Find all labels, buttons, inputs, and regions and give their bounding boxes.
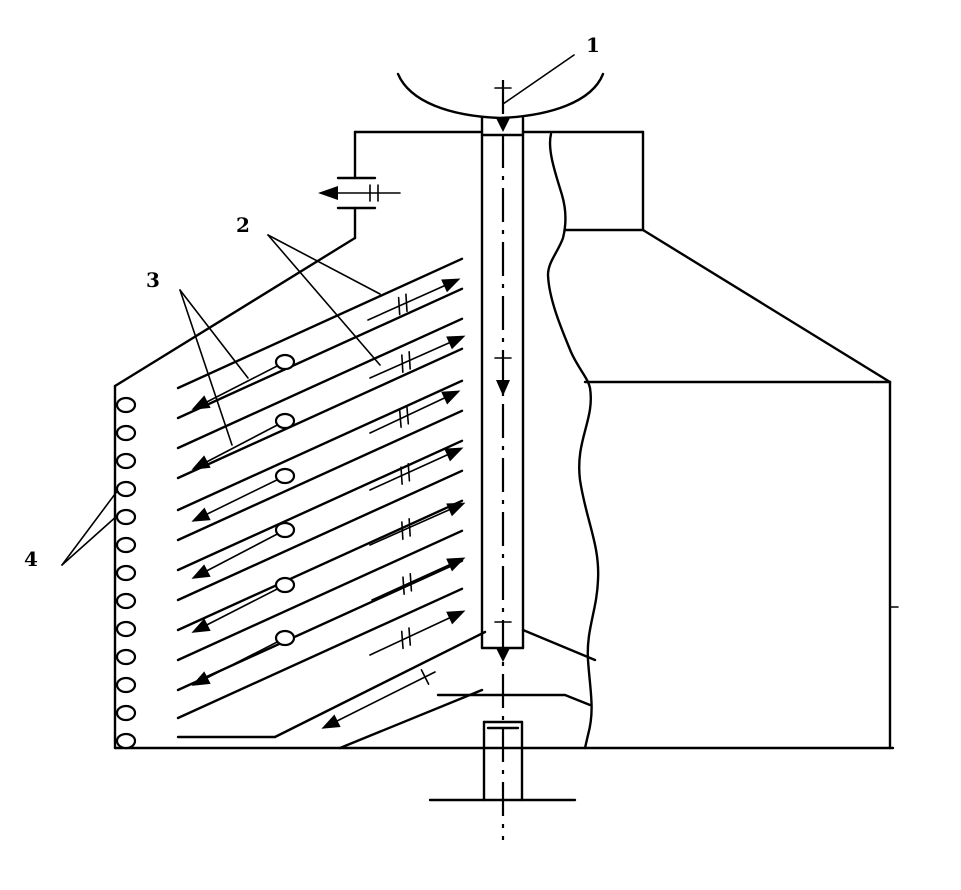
feed-arrow-bottom: [496, 648, 510, 662]
disc-stack: [176, 257, 487, 750]
wall-hole: [115, 396, 137, 414]
housing-top: [336, 130, 645, 240]
wall-holes: [115, 396, 137, 750]
wall-hole: [115, 676, 137, 694]
flow-arrow-down: [191, 521, 296, 579]
disc-plate: [176, 587, 464, 720]
disc-plate: [176, 379, 464, 512]
wall-hole: [115, 508, 137, 526]
wall-hole: [115, 480, 137, 498]
wall-hole: [115, 592, 137, 610]
wall-hole: [115, 704, 137, 722]
flow-arrow-up: [369, 447, 464, 491]
disc-plate: [176, 317, 464, 450]
bottom-plate: [273, 630, 487, 739]
wall-hole: [115, 564, 137, 582]
disc-plate: [176, 409, 464, 542]
flow-arrow-down: [191, 576, 296, 633]
flow-arrow-up: [369, 610, 466, 656]
wall-hole: [115, 620, 137, 638]
outlet-arrow: [318, 184, 401, 202]
wall-hole: [115, 424, 137, 442]
flow-arrow-up: [369, 390, 461, 434]
label-1: 1: [586, 33, 600, 57]
leader-lines: [61, 54, 575, 566]
flow-arrow-down: [191, 629, 296, 686]
flow-arrow-up: [371, 557, 466, 601]
flow-arrow-down: [191, 353, 296, 410]
flow-arrow-down: [191, 412, 296, 470]
wall-hole: [115, 648, 137, 666]
label-2: 2: [236, 213, 250, 237]
disc-plate: [176, 257, 464, 390]
flow-arrow-up: [369, 335, 466, 379]
wall-hole: [115, 536, 137, 554]
feed-arrow-middle: [496, 380, 510, 396]
label-4: 4: [24, 547, 38, 571]
disc-plate: [176, 529, 464, 662]
label-3: 3: [146, 268, 160, 292]
wall-hole: [115, 452, 137, 470]
bottom-plate: [338, 688, 484, 750]
drive-bowl: [396, 72, 605, 120]
disc-plate: [176, 439, 464, 572]
flow-arrow-up: [369, 502, 466, 546]
feed-arrow-top: [496, 118, 510, 132]
disc-plate: [176, 347, 464, 480]
flow-arrow-up: [367, 278, 461, 321]
right-housing: [436, 130, 899, 750]
disc-plate: [176, 469, 464, 602]
disc-plate: [176, 499, 464, 632]
flow-arrow-down: [191, 467, 296, 522]
disc-plate: [176, 287, 464, 420]
bottom-spigot: [428, 720, 577, 802]
flow-arrow-bottom: [321, 669, 436, 729]
left-wall: [113, 236, 895, 750]
wall-hole: [115, 732, 137, 750]
